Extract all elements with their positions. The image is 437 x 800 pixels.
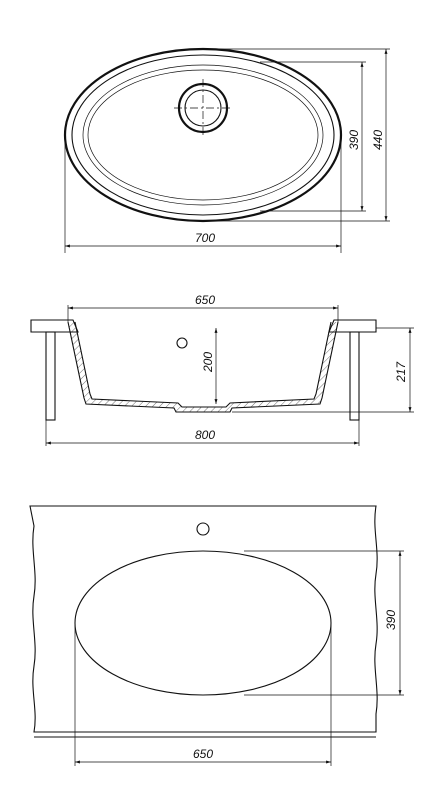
dim-label-217: 217	[394, 361, 408, 383]
section-view: 650 200 217 800	[30, 293, 414, 446]
dim-label-650-install: 650	[193, 747, 213, 761]
dim-label-390: 390	[347, 130, 361, 150]
bowl-cutout	[74, 550, 332, 696]
countertop-outline	[29, 505, 378, 733]
dim-label-650-section: 650	[195, 293, 215, 307]
bowl-right-hatch	[316, 322, 338, 398]
cabinet-wall-left	[45, 331, 56, 421]
bowl-left-hatch	[68, 322, 90, 398]
faucet-hole-icon	[196, 522, 210, 536]
sink-bowl-outer	[82, 64, 324, 206]
dim-label-800: 800	[195, 428, 215, 442]
install-view: 390 650	[29, 505, 404, 766]
cabinet-wall-right	[349, 331, 360, 421]
countertop-left	[30, 319, 79, 333]
top-view: 390 440 700	[63, 47, 390, 253]
overflow-hole-icon	[176, 337, 188, 349]
dim-label-200: 200	[201, 352, 215, 373]
sink-bowl-inner	[87, 69, 319, 201]
drain-icon	[174, 79, 232, 137]
sink-rim-edge	[71, 54, 335, 216]
dim-label-700: 700	[195, 231, 215, 245]
bowl-bottom-hatch	[84, 394, 322, 412]
dim-label-440: 440	[371, 130, 385, 150]
dim-label-390-install: 390	[384, 610, 398, 630]
